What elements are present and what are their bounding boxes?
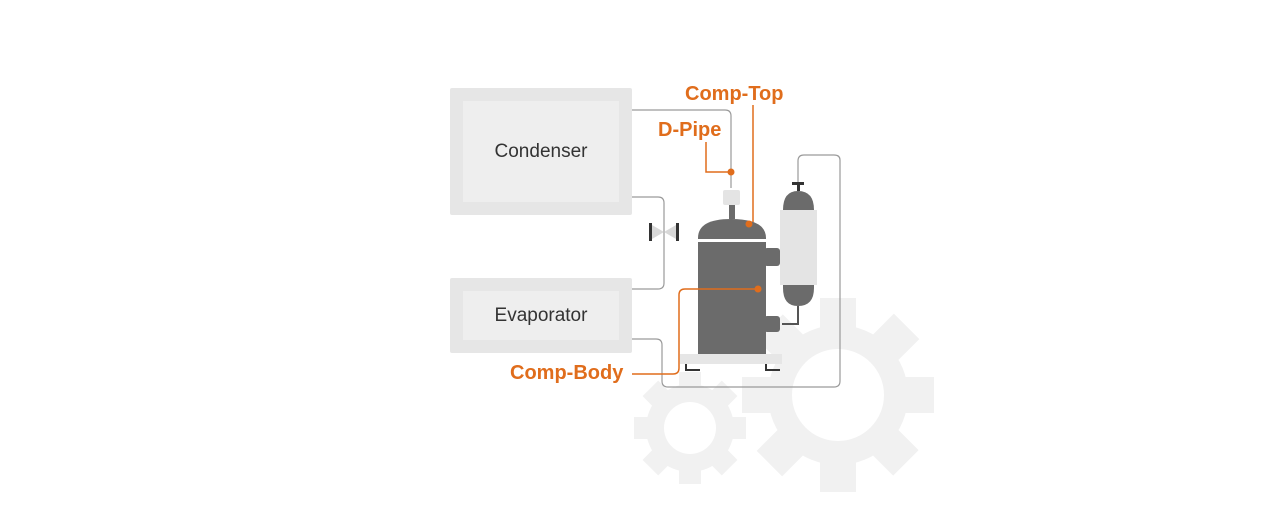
large-gear-icon <box>742 298 934 492</box>
accumulator-icon <box>780 182 817 306</box>
condenser-box: Condenser <box>450 88 632 215</box>
evaporator-box: Evaporator <box>450 278 632 353</box>
discharge-pipe-head <box>723 190 740 205</box>
expansion-valve-icon <box>649 223 679 241</box>
comp-top-marker <box>745 220 753 228</box>
pipe-accumulator-connector <box>782 306 799 325</box>
d-pipe-marker <box>727 168 735 176</box>
discharge-pipe-stem <box>729 205 735 219</box>
comp-body-leader-line <box>632 288 757 375</box>
comp-body-label: Comp-Body <box>510 362 624 384</box>
small-gear-hole <box>664 402 716 454</box>
callout-leaders <box>632 105 757 375</box>
condenser-label: Condenser <box>463 101 619 202</box>
pipe-return-loop <box>632 154 841 388</box>
large-gear-hole <box>792 349 884 441</box>
compressor-icon <box>680 219 782 371</box>
comp-top-label: Comp-Top <box>685 83 784 105</box>
evaporator-label: Evaporator <box>463 291 619 340</box>
pipe-condenser-evaporator <box>632 196 665 290</box>
pipe-condenser-top <box>632 109 732 188</box>
comp-body-marker <box>754 285 762 293</box>
d-pipe-label: D-Pipe <box>658 119 722 141</box>
d-pipe-leader-line <box>705 142 731 173</box>
